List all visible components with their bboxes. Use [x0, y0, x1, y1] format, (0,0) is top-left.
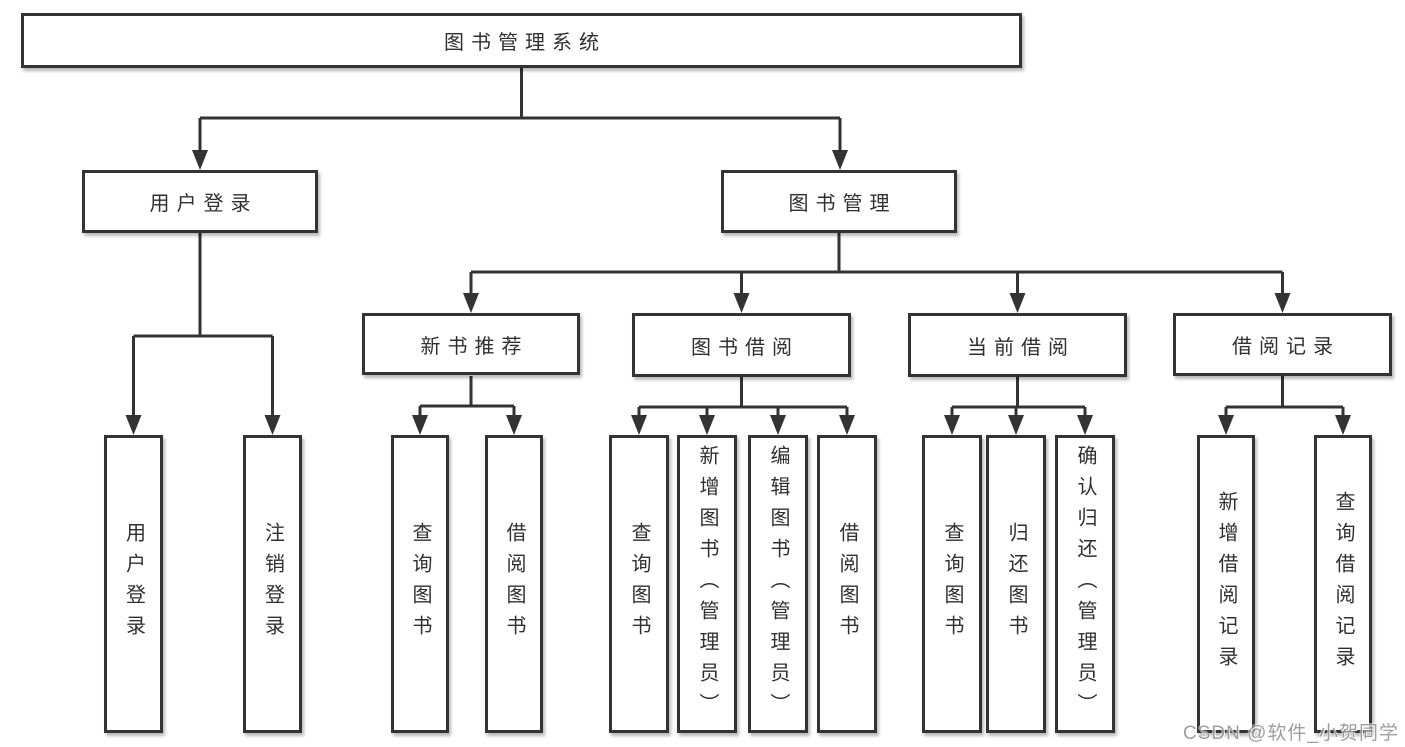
leaf-label: 归还图书	[1005, 522, 1027, 646]
connector-book-borrow-children	[631, 377, 855, 435]
leaf-query-books-recommend: 查询图书	[391, 435, 449, 733]
arrow-down-icon	[944, 415, 960, 435]
leaf-borrow-books-recommend: 借阅图书	[485, 435, 543, 733]
node-new-book-recommend: 新书推荐	[362, 313, 580, 375]
node-book-borrow: 图书借阅	[632, 313, 851, 377]
arrow-down-icon	[1218, 415, 1234, 435]
leaf-query-borrow-record: 查询借阅记录	[1314, 435, 1372, 733]
arrow-down-icon	[839, 415, 855, 435]
arrow-down-icon	[631, 415, 647, 435]
connector-new-book-children	[412, 376, 522, 435]
connector-user-login-children	[125, 233, 281, 435]
connector-borrow-records-children	[1218, 376, 1351, 435]
arrow-down-icon	[1009, 293, 1026, 313]
arrow-down-icon	[699, 415, 715, 435]
leaf-label: 新增图书（管理员）	[696, 444, 718, 724]
leaf-add-books-admin: 新增图书（管理员）	[677, 435, 737, 733]
arrow-down-icon	[1008, 415, 1024, 435]
leaf-borrow-books: 借阅图书	[817, 435, 877, 733]
arrow-down-icon	[1077, 415, 1093, 435]
connector-root-to-level2	[192, 68, 848, 170]
arrow-down-icon	[412, 415, 428, 435]
leaf-user-login: 用户登录	[104, 435, 163, 733]
leaf-return-books: 归还图书	[986, 435, 1046, 733]
leaf-add-borrow-record: 新增借阅记录	[1197, 435, 1255, 733]
leaf-label: 注销登录	[261, 522, 284, 646]
leaf-confirm-return-admin: 确认归还（管理员）	[1055, 435, 1115, 733]
leaf-label: 查询借阅记录	[1332, 491, 1354, 677]
leaf-query-books-current: 查询图书	[922, 435, 982, 733]
arrow-down-icon	[192, 150, 208, 170]
arrow-down-icon	[1274, 293, 1291, 313]
arrow-down-icon	[832, 150, 848, 170]
leaf-label: 确认归还（管理员）	[1074, 444, 1096, 724]
arrow-down-icon	[770, 415, 786, 435]
node-book-management: 图书管理	[721, 170, 957, 233]
connector-book-management-children	[463, 233, 1291, 313]
arrow-down-icon	[264, 415, 281, 435]
leaf-label: 用户登录	[122, 522, 145, 646]
leaf-label: 查询图书	[941, 522, 963, 646]
node-current-borrow: 当前借阅	[908, 313, 1127, 377]
node-borrow-records: 借阅记录	[1173, 313, 1392, 376]
connector-current-borrow-children	[944, 377, 1093, 435]
arrow-down-icon	[125, 415, 142, 435]
leaf-logout: 注销登录	[243, 435, 302, 733]
leaf-label: 查询图书	[409, 522, 431, 646]
leaf-query-books-borrow: 查询图书	[609, 435, 669, 733]
arrow-down-icon	[733, 293, 750, 313]
leaf-label: 查询图书	[628, 522, 650, 646]
arrow-down-icon	[506, 415, 522, 435]
leaf-label: 新增借阅记录	[1215, 491, 1237, 677]
leaf-edit-books-admin: 编辑图书（管理员）	[748, 435, 808, 733]
leaf-label: 借阅图书	[503, 522, 525, 646]
node-library-system-root: 图书管理系统	[21, 13, 1022, 68]
leaf-label: 编辑图书（管理员）	[767, 444, 789, 724]
node-user-login: 用户登录	[82, 170, 318, 233]
leaf-label: 借阅图书	[836, 522, 858, 646]
arrow-down-icon	[1335, 415, 1351, 435]
arrow-down-icon	[463, 293, 479, 313]
